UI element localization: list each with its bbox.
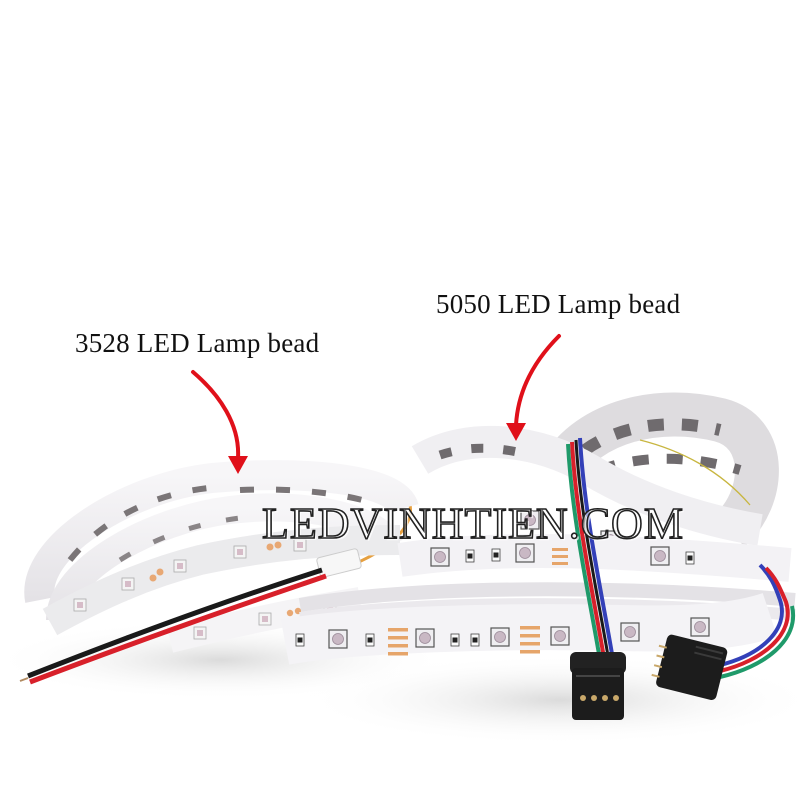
rgb-female-connector (570, 652, 626, 720)
strip-3528-reel (19, 460, 419, 685)
label-3528-lamp-bead: 3528 LED Lamp bead (75, 328, 320, 358)
arrow-to-3528 (191, 370, 248, 474)
label-5050-lamp-bead: 5050 LED Lamp bead (436, 289, 681, 319)
watermark-text: LEDVINHTIEN.COM (261, 498, 684, 549)
strip-5050-reel (280, 392, 796, 665)
rgb-male-connector (651, 634, 728, 700)
arrow-to-5050 (506, 334, 561, 441)
rgb-wire-lead (566, 437, 796, 679)
